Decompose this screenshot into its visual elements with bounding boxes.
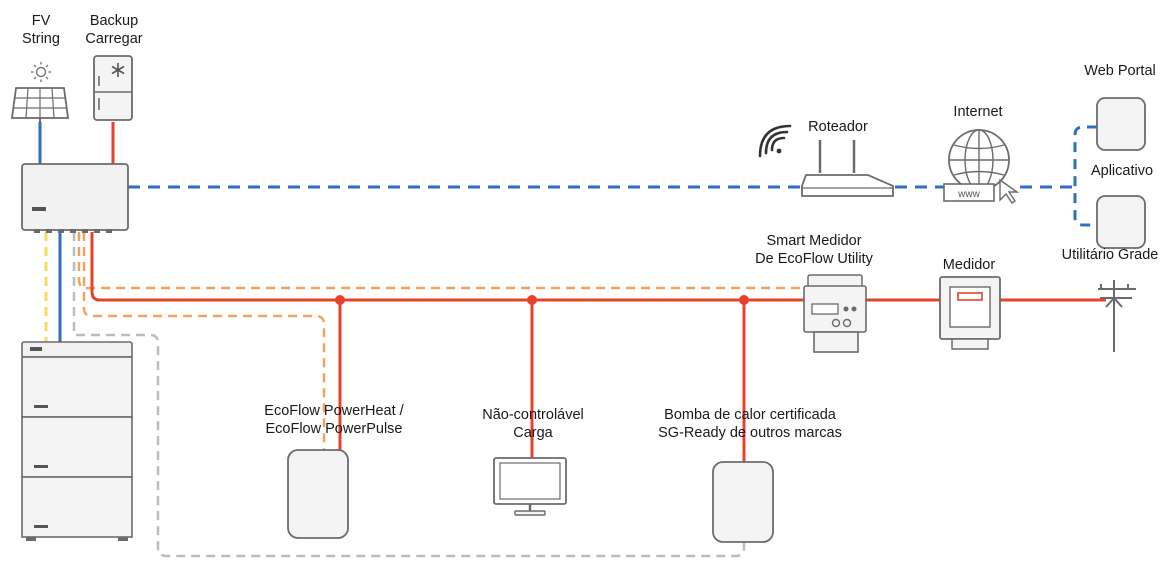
control-line-powerheat (82, 232, 326, 455)
powerheat-label-line2: EcoFlow PowerPulse (265, 421, 403, 437)
globe-icon (943, 129, 1020, 204)
signal-line-heatpump (72, 232, 746, 558)
router-icon (758, 124, 894, 197)
heatpump-label-line2: SG-Ready de outros marcas (658, 425, 842, 441)
junction-heatpump (739, 295, 749, 305)
solar-panel-icon (10, 62, 70, 123)
wifi-icon (758, 124, 792, 158)
utility-grid-label: Utilitário Grade (1061, 247, 1159, 263)
smart-meter-label-line2: De EcoFlow Utility (755, 251, 873, 267)
load-label-line2: Carga (513, 425, 553, 441)
smart-meter-label-line1: Smart Medidor (766, 233, 862, 249)
sun-icon (31, 62, 51, 82)
backup-label-line2: Carregar (85, 31, 143, 47)
pv-label-line2: String (22, 31, 60, 47)
monitor-icon (493, 457, 567, 516)
app-label: Aplicativo (1090, 163, 1154, 179)
load-label-line1: Não-controlável (482, 407, 584, 423)
heatpump-label-line1: Bomba de calor certificada (664, 407, 836, 423)
internet-label: Internet (953, 104, 1003, 120)
fridge-icon (93, 55, 133, 121)
heatpump-label: Bomba de calor certificada SG-Ready de o… (658, 406, 842, 442)
snowflake-icon (111, 63, 125, 77)
powerheat-label-line1: EcoFlow PowerHeat / (264, 403, 404, 419)
load-label: Não-controlável Carga (482, 406, 584, 442)
control-line-smart-meter (77, 232, 808, 290)
meter-label: Medidor (942, 257, 996, 273)
junction-load (527, 295, 537, 305)
www-label: www (957, 189, 980, 200)
powerheat-label: EcoFlow PowerHeat / EcoFlow PowerPulse (264, 402, 403, 438)
pv-string-label: FV String (22, 12, 60, 48)
battery-stack-device (21, 341, 133, 541)
web-portal-label: Web Portal (1084, 63, 1156, 79)
smart-meter-device (803, 274, 867, 353)
app-device (1096, 195, 1146, 249)
router-label: Roteador (808, 119, 868, 135)
inverter-device (21, 163, 129, 233)
web-portal-device (1096, 97, 1146, 151)
backup-label-line1: Backup (89, 13, 139, 29)
pv-label-line1: FV (31, 13, 51, 29)
utility-meter-device (939, 276, 1001, 350)
powerheat-device (287, 449, 349, 539)
backup-load-label: Backup Carregar (85, 12, 142, 48)
utility-pole-icon (1098, 280, 1136, 352)
junction-powerheat (335, 295, 345, 305)
cursor-icon (999, 178, 1020, 204)
heat-pump-device (712, 461, 774, 543)
ac-power-bus (90, 232, 1106, 302)
smart-meter-label: Smart Medidor De EcoFlow Utility (755, 232, 873, 268)
